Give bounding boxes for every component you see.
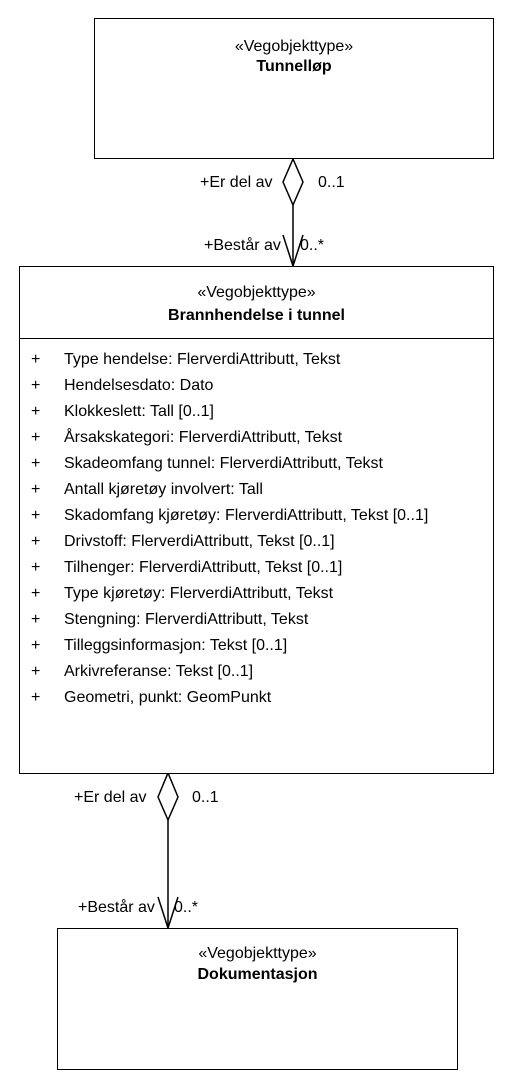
attribute-row: + Skadeomfang tunnel: FlerverdiAttributt,… <box>20 451 493 477</box>
attribute-row: + Geometri, punkt: GeomPunkt <box>20 685 493 711</box>
attribute-visibility: + <box>31 559 41 576</box>
class-brannhendelse-i-tunnel: «Vegobjekttype» Brannhendelse i tunnel +… <box>19 266 494 774</box>
attribute-row: + Type kjøretøy: FlerverdiAttributt, Teks… <box>20 581 493 607</box>
class-name: Brannhendelse i tunnel <box>168 307 345 324</box>
class-tunnellop: «Vegobjekttype» Tunnelløp <box>94 18 494 159</box>
attribute-row: + Skadomfang kjøretøy: FlerverdiAttributt… <box>20 503 493 529</box>
attribute-text: Type hendelse: FlerverdiAttributt, Tekst <box>64 351 341 368</box>
attribute-text: Årsakskategori: FlerverdiAttributt, Teks… <box>64 429 343 446</box>
attribute-text: Drivstoff: FlerverdiAttributt, Tekst [0.… <box>64 533 335 550</box>
attribute-visibility: + <box>31 507 41 524</box>
class-stereotype: «Vegobjekttype» <box>197 284 316 301</box>
attribute-visibility: + <box>31 481 41 498</box>
attribute-row: + Arkivreferanse: Tekst [0..1] <box>20 659 493 685</box>
attribute-visibility: + <box>31 377 41 394</box>
attribute-text: Skadeomfang tunnel: FlerverdiAttributt, … <box>64 455 383 472</box>
whole-multiplicity-label: 0..1 <box>192 789 219 806</box>
attribute-visibility: + <box>31 689 41 706</box>
part-multiplicity-label: 0..* <box>300 237 325 254</box>
attribute-text: Geometri, punkt: GeomPunkt <box>64 689 272 706</box>
attribute-row: + Drivstoff: FlerverdiAttributt, Tekst [0… <box>20 529 493 555</box>
association-brannhendelse-dokumentasjon <box>157 771 179 931</box>
attribute-visibility: + <box>31 663 41 680</box>
attribute-text: Stengning: FlerverdiAttributt, Tekst <box>64 611 309 628</box>
part-role-label: +Består av <box>204 237 281 254</box>
attribute-row: + Tilleggsinformasjon: Tekst [0..1] <box>20 633 493 659</box>
class-stereotype: «Vegobjekttype» <box>234 38 354 55</box>
attribute-row: + Klokkeslett: Tall [0..1] <box>20 399 493 425</box>
attribute-visibility: + <box>31 403 41 420</box>
whole-role-label: +Er del av <box>200 174 273 191</box>
attribute-visibility: + <box>31 455 41 472</box>
attribute-row: + Tilhenger: FlerverdiAttributt, Tekst [0… <box>20 555 493 581</box>
attribute-text: Skadomfang kjøretøy: FlerverdiAttributt,… <box>64 507 429 524</box>
attribute-text: Klokkeslett: Tall [0..1] <box>64 403 214 420</box>
attribute-visibility: + <box>31 611 41 628</box>
aggregation-diamond <box>157 771 179 822</box>
part-multiplicity-label: 0..* <box>174 899 199 916</box>
attribute-text: Type kjøretøy: FlerverdiAttributt, Tekst <box>64 585 334 602</box>
compartment-divider <box>20 338 493 339</box>
attribute-row: + Type hendelse: FlerverdiAttributt, Teks… <box>20 347 493 373</box>
class-name: Dokumentasjon <box>197 966 318 983</box>
class-stereotype: «Vegobjekttype» <box>198 945 317 962</box>
attribute-row: + Antall kjøretøy involvert: Tall <box>20 477 493 503</box>
attribute-visibility: + <box>31 637 41 654</box>
attribute-visibility: + <box>31 351 41 368</box>
attribute-row: + Stengning: FlerverdiAttributt, Tekst <box>20 607 493 633</box>
part-role-label: +Består av <box>78 899 155 916</box>
class-dokumentasjon: «Vegobjekttype» Dokumentasjon <box>57 928 458 1070</box>
attribute-text: Tilhenger: FlerverdiAttributt, Tekst [0.… <box>64 559 343 576</box>
aggregation-diamond <box>282 157 304 207</box>
whole-role-label: +Er del av <box>74 789 147 806</box>
attribute-row: + Årsakskategori: FlerverdiAttributt, Tek… <box>20 425 493 451</box>
whole-multiplicity-label: 0..1 <box>318 174 345 191</box>
attribute-visibility: + <box>31 429 41 446</box>
attribute-list: + Type hendelse: FlerverdiAttributt, Teks… <box>20 347 493 711</box>
attribute-text: Hendelsesdato: Dato <box>64 377 214 394</box>
attribute-visibility: + <box>31 533 41 550</box>
attribute-text: Arkivreferanse: Tekst [0..1] <box>64 663 254 680</box>
attribute-row: + Hendelsesdato: Dato <box>20 373 493 399</box>
attribute-visibility: + <box>31 585 41 602</box>
attribute-text: Antall kjøretøy involvert: Tall <box>64 481 263 498</box>
attribute-text: Tilleggsinformasjon: Tekst [0..1] <box>64 637 288 654</box>
class-name: Tunnelløp <box>256 58 332 75</box>
